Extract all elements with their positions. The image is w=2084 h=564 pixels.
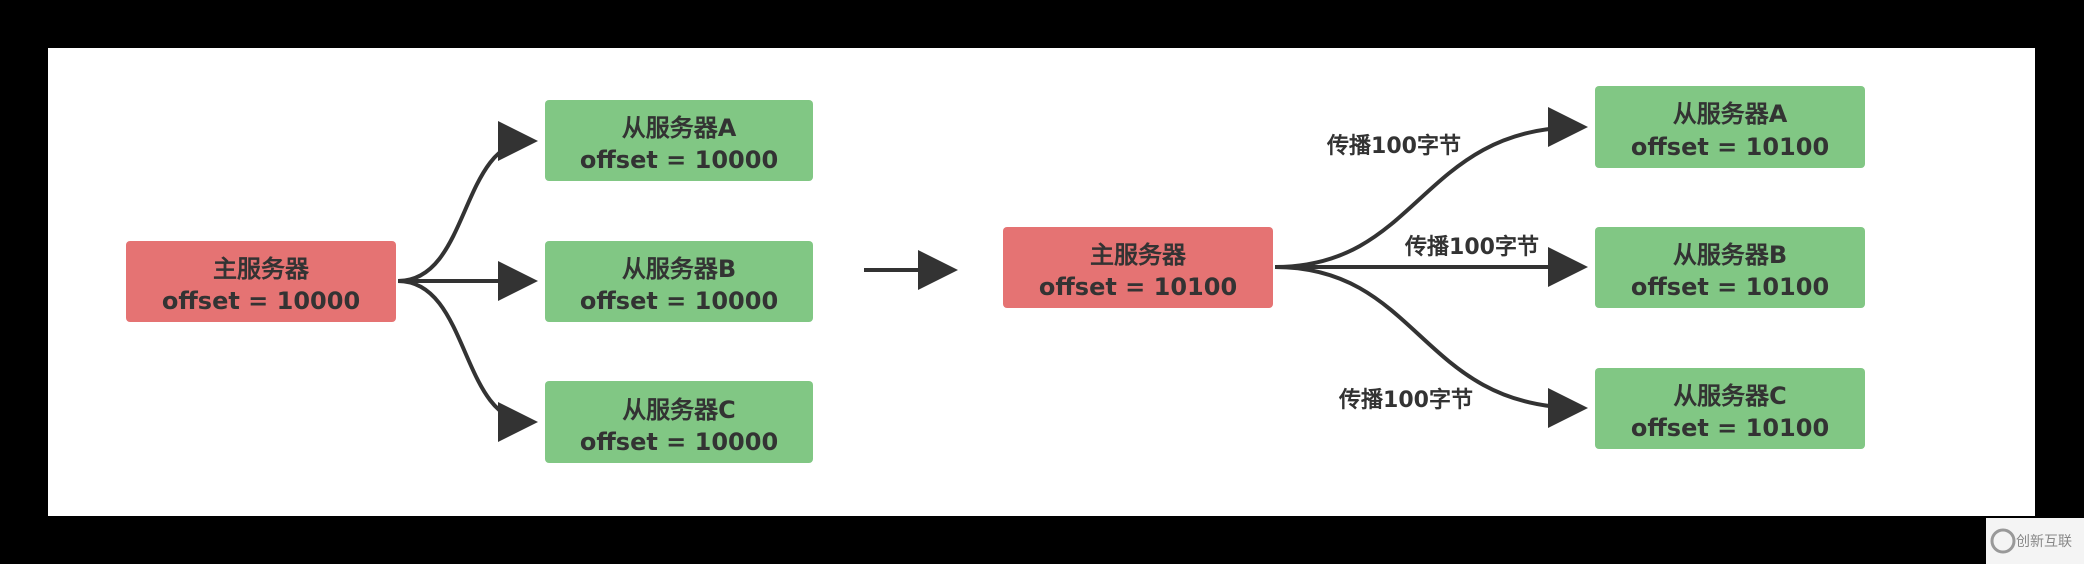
node-title: 主服务器 bbox=[1090, 241, 1187, 269]
edge-label-b: 传播100字节 bbox=[1404, 234, 1539, 260]
slave-node-after-a: 从服务器A offset = 10100 bbox=[1595, 86, 1865, 168]
edge-label-c: 传播100字节 bbox=[1338, 387, 1473, 413]
watermark-text: 创新互联 bbox=[2016, 534, 2072, 550]
slave-node-before-b: 从服务器B offset = 10000 bbox=[545, 241, 813, 322]
node-offset: offset = 10100 bbox=[1631, 273, 1829, 301]
slave-node-before-c: 从服务器C offset = 10000 bbox=[545, 381, 813, 463]
edge-after-c bbox=[1274, 265, 1588, 428]
node-offset: offset = 10000 bbox=[162, 287, 360, 315]
node-title: 从服务器C bbox=[1673, 382, 1787, 410]
node-title: 从服务器A bbox=[622, 114, 737, 142]
slave-node-after-c: 从服务器C offset = 10100 bbox=[1595, 368, 1865, 449]
watermark-logo: 创新互联 bbox=[1986, 518, 2084, 564]
master-node-before: 主服务器 offset = 10000 bbox=[126, 241, 396, 322]
node-title: 从服务器C bbox=[622, 396, 736, 424]
node-offset: offset = 10000 bbox=[580, 146, 778, 174]
node-offset: offset = 10100 bbox=[1039, 273, 1237, 301]
edge-after-a bbox=[1274, 107, 1588, 269]
slave-node-before-a: 从服务器A offset = 10000 bbox=[545, 100, 813, 181]
node-offset: offset = 10100 bbox=[1631, 414, 1829, 442]
edge-before-a bbox=[397, 121, 538, 283]
node-offset: offset = 10000 bbox=[580, 428, 778, 456]
node-title: 从服务器A bbox=[1673, 100, 1788, 128]
master-node-after: 主服务器 offset = 10100 bbox=[1003, 227, 1273, 308]
edge-before-c bbox=[397, 279, 538, 442]
node-title: 主服务器 bbox=[213, 255, 310, 283]
node-offset: offset = 10000 bbox=[580, 287, 778, 315]
slave-node-after-b: 从服务器B offset = 10100 bbox=[1595, 227, 1865, 308]
node-title: 从服务器B bbox=[1673, 241, 1787, 269]
node-offset: offset = 10100 bbox=[1631, 133, 1829, 161]
node-title: 从服务器B bbox=[622, 255, 736, 283]
edge-label-a: 传播100字节 bbox=[1326, 133, 1461, 159]
